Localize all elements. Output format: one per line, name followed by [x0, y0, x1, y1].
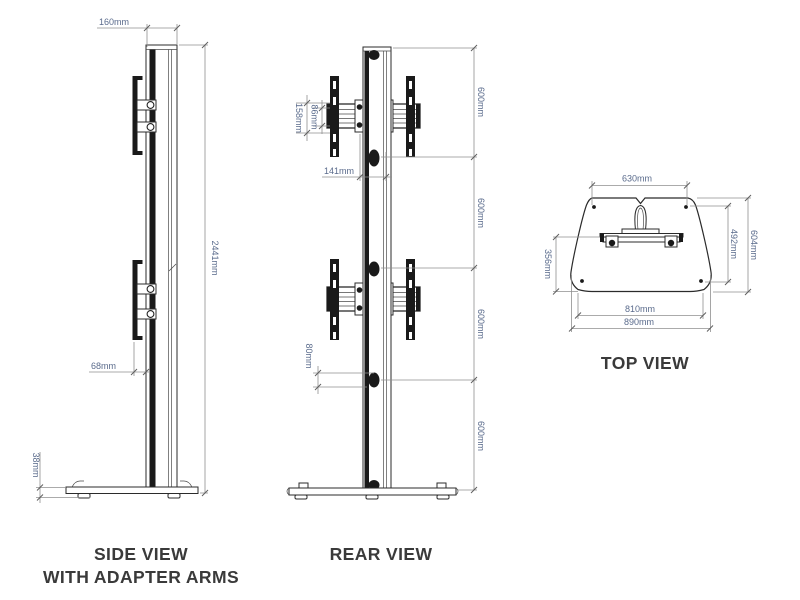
top-base-plate: [570, 197, 712, 293]
dim-label: 68mm: [91, 361, 116, 371]
screw-icon: [356, 305, 363, 311]
side-adapter-arm-lower: [132, 260, 157, 340]
dim-top-arm-to-front: 356mm: [543, 233, 600, 295]
top-view-title: TOP VIEW: [601, 353, 689, 373]
dim-label: 86mm: [310, 104, 320, 129]
vesa-rail-right: [406, 259, 415, 340]
foot: [294, 494, 308, 500]
knob-icon: [667, 239, 675, 247]
side-view-title-line1: SIDE VIEW: [94, 544, 188, 564]
dim-label: 160mm: [99, 17, 129, 27]
screw-icon: [699, 279, 703, 283]
foot: [167, 493, 181, 499]
screw-icon: [592, 205, 596, 209]
foot: [77, 493, 91, 499]
screw-icon: [146, 101, 155, 109]
screw-icon: [580, 279, 584, 283]
screw-icon: [684, 205, 688, 209]
side-base: [65, 480, 199, 499]
dim-top-inner-width: 810mm: [574, 293, 707, 319]
dim-label: 2441mm: [210, 240, 220, 275]
dim-side-column-depth: 160mm: [97, 17, 181, 47]
clamp-hook: [436, 482, 447, 489]
dim-label: 890mm: [624, 317, 654, 327]
column-slot: [368, 50, 380, 60]
screw-icon: [146, 285, 155, 293]
column-slot: [368, 149, 380, 167]
screw-icon: [356, 104, 363, 110]
dim-rear-segments: 600mm 600mm 600mm 600mm: [381, 44, 486, 494]
screw-icon: [146, 123, 155, 131]
dim-label: 80mm: [304, 343, 314, 368]
top-view: 630mm 492mm 604mm: [543, 174, 759, 374]
dim-label: 600mm: [476, 421, 486, 451]
side-view-title: SIDE VIEW WITH ADAPTER ARMS: [43, 544, 239, 587]
dim-label: 630mm: [622, 174, 652, 184]
rear-base: [286, 482, 459, 500]
dim-label: 141mm: [324, 166, 354, 176]
knob-icon: [608, 239, 616, 247]
dim-top-outer-width: 890mm: [568, 275, 714, 332]
side-adapter-arm-upper: [132, 76, 157, 155]
dim-side-total-height: 2441mm: [179, 41, 220, 497]
clamp-hook: [298, 482, 309, 489]
side-view-title-line2: WITH ADAPTER ARMS: [43, 567, 239, 587]
dim-label: 600mm: [476, 309, 486, 339]
dim-side-base-height: 38mm: [31, 452, 90, 503]
dim-label: 600mm: [476, 198, 486, 228]
dim-rear-slot-offset: 80mm: [304, 343, 374, 394]
dim-label: 492mm: [729, 229, 739, 259]
column-joint-mark: [168, 263, 177, 272]
dim-rear-bracket-height: 158mm: [294, 95, 330, 141]
rear-view: 600mm 600mm 600mm 600mm 158mm 86mm 141mm: [286, 44, 486, 564]
vesa-rail-left: [330, 76, 339, 157]
rear-view-title: REAR VIEW: [330, 544, 433, 564]
dim-label: 600mm: [476, 87, 486, 117]
dim-label: 38mm: [31, 452, 41, 477]
dim-side-arm-offset: 68mm: [89, 342, 150, 376]
rear-column: [362, 46, 392, 491]
screw-icon: [146, 310, 155, 318]
dim-top-outer-depth: 604mm: [697, 194, 759, 296]
side-column: [145, 44, 178, 494]
dim-rear-clamp-spacing: 141mm: [322, 134, 392, 181]
screw-icon: [356, 122, 363, 128]
dim-label: 158mm: [294, 103, 304, 133]
dim-top-inner-depth: 492mm: [690, 202, 739, 286]
dim-label: 356mm: [543, 249, 553, 279]
column-slot: [368, 372, 380, 388]
foot: [436, 494, 450, 500]
side-view: 160mm 2441mm 68mm 38mm: [31, 17, 239, 587]
vesa-rail-left: [330, 259, 339, 340]
screw-icon: [356, 287, 363, 293]
dim-label: 604mm: [749, 230, 759, 260]
vesa-rail-right: [406, 76, 415, 157]
column-slot: [368, 261, 380, 277]
dim-label: 810mm: [625, 304, 655, 314]
top-column-section: [621, 204, 660, 234]
top-adapter-arm: [599, 233, 684, 248]
dim-rear-arm-profile: 86mm: [310, 100, 330, 134]
dim-top-width: 630mm: [588, 174, 691, 205]
foot: [365, 494, 379, 500]
